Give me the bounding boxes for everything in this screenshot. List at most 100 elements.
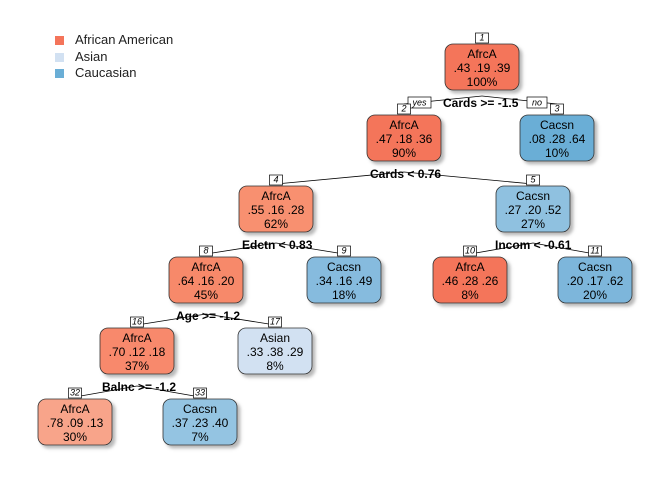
node-box [237, 327, 313, 375]
node-id: 8 [203, 246, 208, 256]
edge-8-17 [205, 313, 276, 326]
node-percentage: 45% [194, 288, 218, 302]
node-id-box [130, 316, 144, 328]
node-id-box [193, 387, 207, 399]
node-id: 2 [400, 104, 406, 114]
split-label-1: Cards >= -1.5 [443, 96, 519, 110]
node-percentage: 18% [332, 288, 356, 302]
node-percentage: 8% [266, 359, 284, 373]
node-percentage: 20% [583, 288, 607, 302]
node-id-box [463, 245, 477, 257]
edge-5-10 [469, 242, 534, 255]
node-class: AfrcA [389, 118, 418, 132]
node-probabilities: .20 .17 .62 [567, 274, 624, 288]
split-label-8: Age >= -1.2 [176, 309, 240, 323]
node-box [37, 398, 113, 446]
node-id-box [199, 245, 213, 257]
node-id: 17 [270, 317, 281, 327]
edge-5-11 [532, 242, 596, 255]
node-id: 10 [465, 246, 475, 256]
node-probabilities: .34 .16 .49 [316, 274, 373, 288]
edge-16-32 [74, 385, 138, 398]
yes-tag: yes [411, 98, 427, 108]
legend-swatch-african-american [55, 36, 64, 45]
node-id: 3 [554, 104, 559, 114]
branch-tags: yes no [407, 96, 548, 109]
legend-swatch-asian [55, 53, 64, 62]
node-percentage: 37% [125, 359, 149, 373]
node-class: AfrcA [467, 47, 496, 61]
node-probabilities: .47 .18 .36 [376, 132, 433, 146]
node-box [168, 256, 244, 304]
node-id-box [268, 316, 282, 328]
node-id-box [337, 245, 351, 257]
split-label-16: Balnc >= -1.2 [102, 380, 176, 394]
node-class: AfrcA [60, 402, 89, 416]
node-class: AfrcA [122, 331, 151, 345]
node-id: 33 [195, 388, 205, 398]
split-labels: Cards >= -1.5 Cards < 0.76 Edctn < 0.83 … [102, 96, 572, 394]
node-box [238, 185, 314, 233]
node-id-box [397, 103, 411, 115]
node-id-box [550, 103, 564, 115]
node-class: AfrcA [261, 189, 290, 203]
node-box [162, 398, 238, 446]
yes-tag-box [407, 96, 432, 109]
node-box [495, 185, 571, 233]
node-id: 32 [70, 388, 80, 398]
node-probabilities: .33 .38 .29 [247, 345, 304, 359]
node-id: 4 [273, 175, 278, 185]
node-id-box [269, 174, 283, 186]
node-probabilities: .70 .12 .18 [109, 345, 166, 359]
node-id-box [588, 245, 602, 257]
node-id: 16 [132, 317, 142, 327]
node-percentage: 30% [63, 430, 87, 444]
no-tag: no [532, 98, 542, 108]
node-percentage: 10% [545, 146, 569, 160]
split-label-5: Incom < -0.61 [495, 238, 572, 252]
node-id: 9 [341, 246, 346, 256]
no-tag-box [526, 96, 548, 109]
node-probabilities: .55 .16 .28 [248, 203, 305, 217]
node-probabilities: .08 .28 .64 [529, 132, 586, 146]
node-percentage: 8% [461, 288, 479, 302]
node-percentage: 62% [264, 217, 288, 231]
node-probabilities: .46 .28 .26 [442, 274, 499, 288]
legend-label-caucasian: Caucasian [75, 65, 136, 80]
node-class: Cacsn [327, 260, 361, 274]
node-box [444, 43, 520, 91]
edge-4-8 [205, 242, 277, 255]
node-percentage: 100% [467, 75, 498, 89]
node-probabilities: .43 .19 .39 [454, 61, 511, 75]
node-box [432, 256, 508, 304]
node-id: 11 [590, 246, 599, 256]
node-probabilities: .27 .20 .52 [505, 203, 562, 217]
node-percentage: 90% [392, 146, 416, 160]
split-label-4: Edctn < 0.83 [242, 238, 313, 252]
node-class: Cacsn [516, 189, 550, 203]
legend-label-asian: Asian [75, 49, 108, 64]
edge-8-16 [136, 313, 207, 326]
node-id-box [475, 32, 489, 44]
node-box [306, 256, 382, 304]
tree-edges [74, 95, 596, 398]
split-label-2: Cards < 0.76 [370, 167, 441, 181]
node-class: Asian [260, 331, 290, 345]
legend-label-african-american: African American [75, 32, 173, 47]
edge-4-9 [275, 242, 345, 255]
node-class: Cacsn [183, 402, 217, 416]
node-percentage: 7% [191, 430, 209, 444]
edge-2-5 [403, 171, 534, 185]
node-id-box [68, 387, 82, 399]
legend: African American Asian Caucasian [55, 32, 173, 80]
